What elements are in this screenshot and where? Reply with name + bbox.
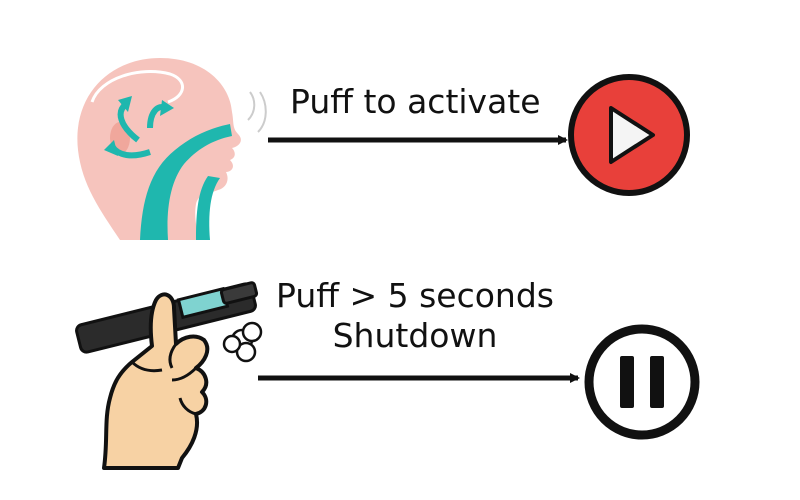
activate-label: Puff to activate [290,82,541,121]
play-icon [568,74,690,196]
shutdown-label-line1: Puff > 5 seconds [276,276,554,315]
hand-vape-pen-illustration [75,281,263,470]
head-inhale-illustration [77,58,267,240]
shutdown-label: Puff > 5 seconds Shutdown [250,276,580,355]
shutdown-label-line2: Shutdown [332,315,498,355]
vapor-puff-icon [222,321,263,363]
pause-icon [584,324,700,440]
